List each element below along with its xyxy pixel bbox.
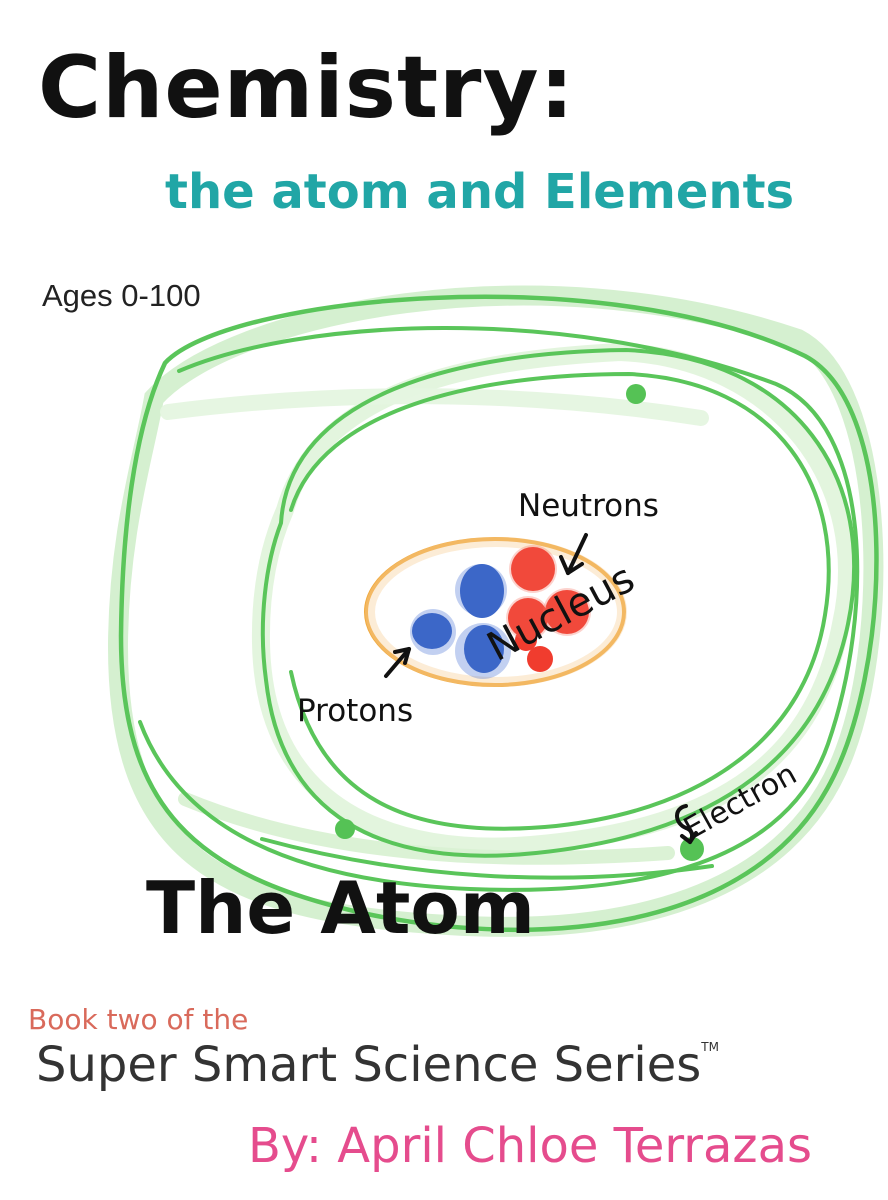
author-line: By: April Chloe Terrazas (248, 1118, 813, 1174)
book-subtitle: the atom and Elements (165, 164, 795, 220)
series-name-text: Super Smart Science Series (36, 1037, 702, 1093)
outer-orbits (118, 294, 879, 933)
label-arrows (384, 533, 698, 844)
orbit-trails (107, 285, 884, 937)
protons-label: Protons (297, 693, 414, 729)
series-intro: Book two of the (28, 1003, 249, 1036)
electron-dot-left (335, 819, 355, 839)
arrow-icon (559, 533, 588, 575)
book-title: Chemistry: (38, 38, 575, 138)
electron-dot-top (626, 384, 646, 404)
the-atom-label: The Atom (146, 866, 535, 950)
age-range: Ages 0-100 (42, 278, 201, 313)
electron-label: Electron (678, 756, 803, 847)
series-trademark: TM (701, 1040, 719, 1054)
arrow-icon (384, 647, 411, 678)
nucleus-label: Nucleus (479, 555, 642, 671)
neutrons-label: Neutrons (518, 488, 659, 524)
series-name: Super Smart Science SeriesTM (36, 1041, 719, 1089)
